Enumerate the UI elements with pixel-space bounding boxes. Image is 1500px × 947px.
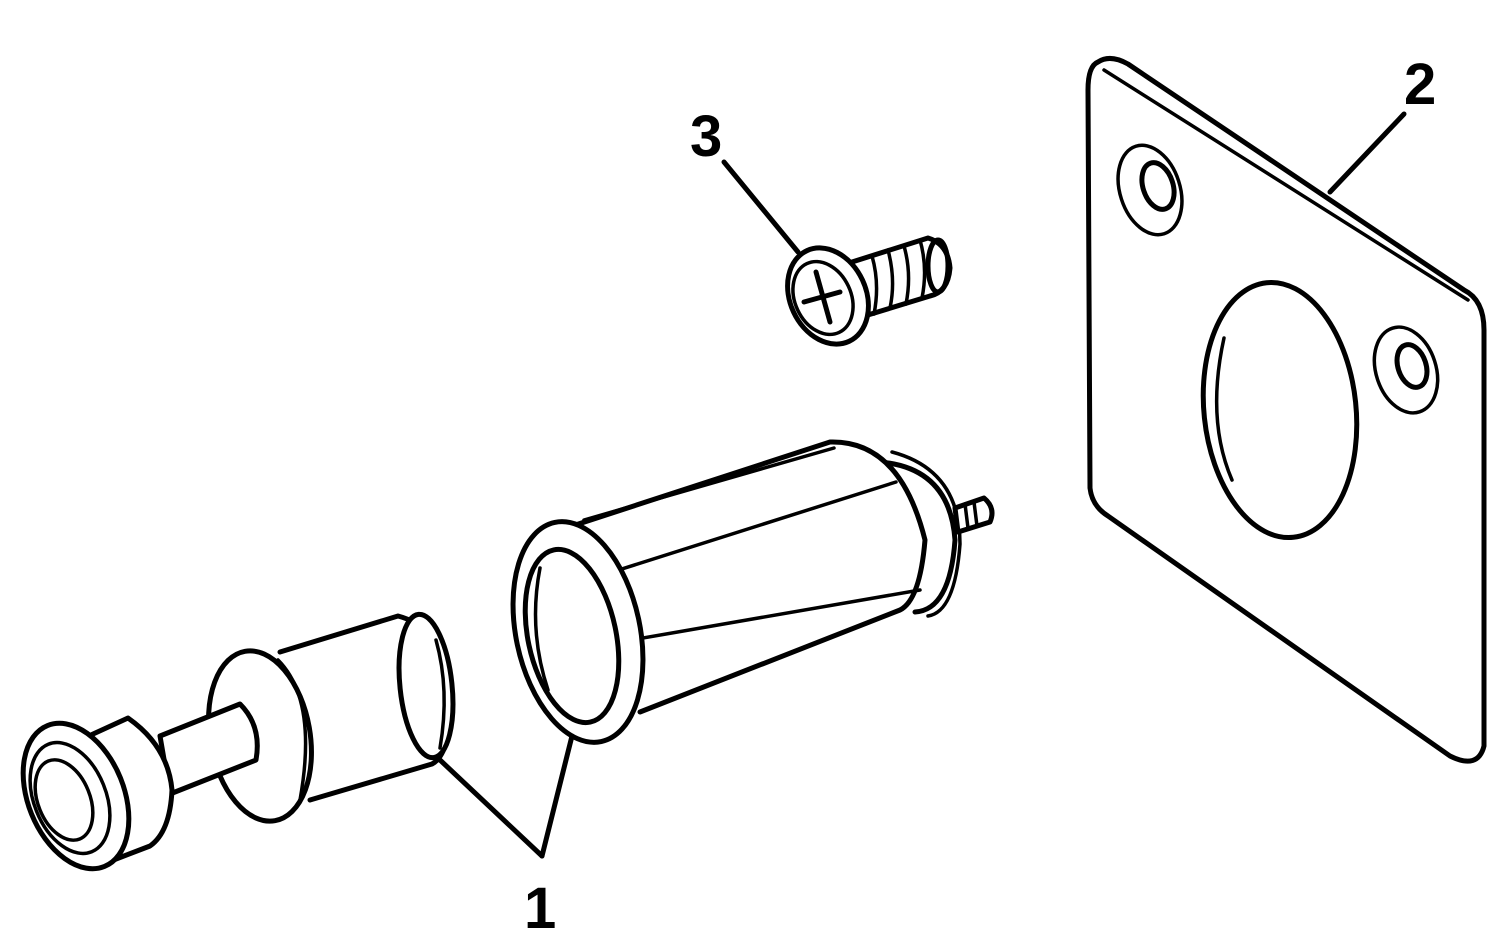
screw (785, 235, 953, 347)
lighter-plug (20, 611, 456, 872)
leader-line-1b (539, 733, 575, 859)
leader-line-1a (437, 757, 545, 859)
leader-line-2 (1327, 111, 1407, 195)
leader-line-3 (721, 159, 801, 255)
callout-2: 2 (1404, 52, 1436, 117)
leader-lines (437, 111, 1407, 859)
socket-housing (510, 439, 995, 745)
callout-1: 1 (524, 876, 556, 941)
mounting-plate (1085, 56, 1487, 764)
callout-3: 3 (690, 104, 722, 169)
